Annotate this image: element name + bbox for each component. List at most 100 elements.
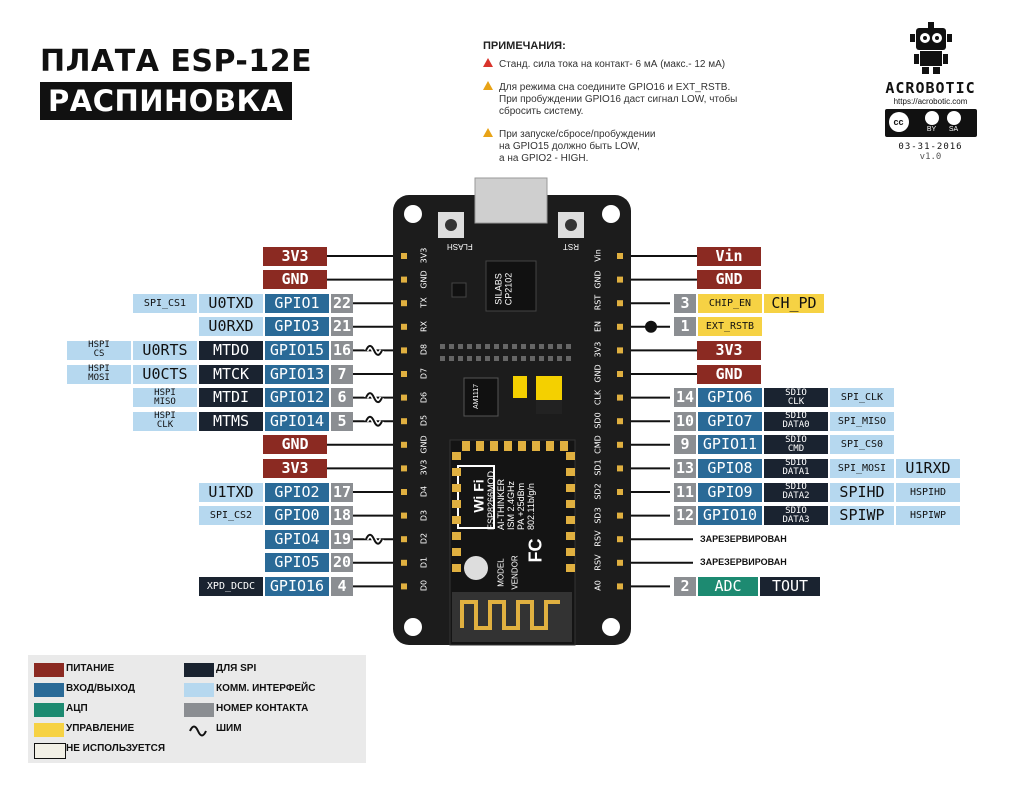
pwm-legend-icon [189, 725, 207, 737]
pin-silkscreen: D4 [419, 485, 429, 498]
module-pad [452, 484, 461, 492]
pwm-icon [365, 344, 383, 356]
smd-component [566, 344, 571, 349]
left-label: 16 [331, 340, 353, 360]
right-label: U1RXD [896, 458, 960, 478]
pin-left [401, 418, 407, 425]
module-pad [504, 441, 512, 451]
smd-component [440, 356, 445, 361]
pin-silkscreen: D2 [419, 533, 429, 545]
pin-left [401, 465, 407, 472]
pin-right [617, 465, 623, 472]
left-label: GPIO4 [265, 529, 329, 549]
usb-connector [474, 177, 548, 224]
left-label: 3V3 [263, 458, 327, 478]
right-label: SPI_CS0 [830, 435, 894, 455]
left-label: GPIO14 [265, 411, 329, 431]
pin-right [617, 371, 623, 377]
legend-swatch [184, 663, 214, 677]
right-label: Vin [697, 246, 761, 266]
note-item: Для режима сна соедините GPIO16 и EXT_RS… [483, 81, 783, 118]
usb-chip-text: SILABS CP2102 [493, 273, 513, 306]
pin-left [401, 323, 407, 330]
smd-component [557, 344, 562, 349]
license-by: BY [926, 126, 937, 133]
left-label: MTCK [199, 364, 263, 384]
smd-component [539, 344, 544, 349]
pin-silkscreen: RSV [593, 530, 603, 547]
regulator [463, 377, 499, 417]
module-side-label: VENDOR [510, 555, 520, 590]
warning-icon [483, 81, 493, 90]
pin-right [617, 323, 623, 330]
pin-right [617, 441, 623, 448]
pin-silkscreen: SD2 [593, 483, 603, 500]
pin-silkscreen: SD3 [593, 506, 603, 524]
warning-icon [483, 58, 493, 67]
pin-right [617, 536, 623, 543]
smd-component [449, 344, 454, 349]
smd-component [476, 344, 481, 349]
left-label: U1TXD [199, 482, 263, 502]
pin-silkscreen: 3V3 [593, 342, 603, 358]
smd-component [530, 356, 535, 361]
pin-left [401, 583, 407, 590]
module-text-line: 802.11b/g/n [526, 483, 536, 530]
pin-left [401, 536, 407, 543]
pin-silkscreen: Vin [593, 249, 603, 262]
module-pad [452, 564, 461, 572]
left-label: U0RTS [133, 340, 197, 360]
right-label: 12 [674, 506, 696, 526]
smd-component [503, 356, 508, 361]
pin-left [401, 512, 407, 519]
legend-swatch [184, 683, 214, 697]
module-pad [452, 452, 461, 460]
smd-component [512, 344, 517, 349]
legend-swatch [34, 703, 64, 717]
module-pad [566, 484, 575, 492]
right-label: CH_PD [764, 293, 824, 313]
smd-component [548, 356, 553, 361]
smd-component [539, 356, 544, 361]
smd-component [485, 356, 490, 361]
left-label: GPIO12 [265, 388, 329, 408]
left-label: SPI_CS1 [133, 293, 197, 313]
antenna-trace [460, 600, 560, 630]
pin-silkscreen: D5 [419, 415, 429, 427]
robot-icon [909, 22, 952, 74]
right-label: 11 [674, 482, 696, 502]
left-label: U0TXD [199, 293, 263, 313]
module-pad [452, 532, 461, 540]
pwm-icon [365, 533, 383, 545]
smd-component [503, 344, 508, 349]
note-line: При запуске/сбросе/пробуждении [483, 128, 783, 141]
pin-left [401, 253, 407, 259]
note-line: Для режима сна соедините GPIO16 и EXT_RS… [483, 81, 783, 94]
right-label: 14 [674, 388, 696, 408]
left-label: GPIO15 [265, 340, 329, 360]
by-icon [924, 111, 939, 125]
pin-silkscreen: GND [419, 269, 429, 289]
pin-silkscreen: D6 [419, 391, 429, 403]
pin-silkscreen: 3V3 [419, 247, 429, 264]
pin-left [401, 441, 407, 448]
module-pad [566, 532, 575, 540]
legend-label: ВХОД/ВЫХОД [66, 683, 135, 694]
module-pad [566, 468, 575, 476]
module-text-line: PA +25dBm [516, 482, 526, 530]
warning-icon [483, 128, 493, 137]
module-side-label: MODEL [496, 558, 506, 587]
left-label: GPIO1 [265, 293, 329, 313]
notes-heading: ПРИМЕЧАНИЯ: [483, 40, 566, 52]
right-label: GPIO6 [698, 388, 762, 408]
module-pad [566, 452, 575, 460]
